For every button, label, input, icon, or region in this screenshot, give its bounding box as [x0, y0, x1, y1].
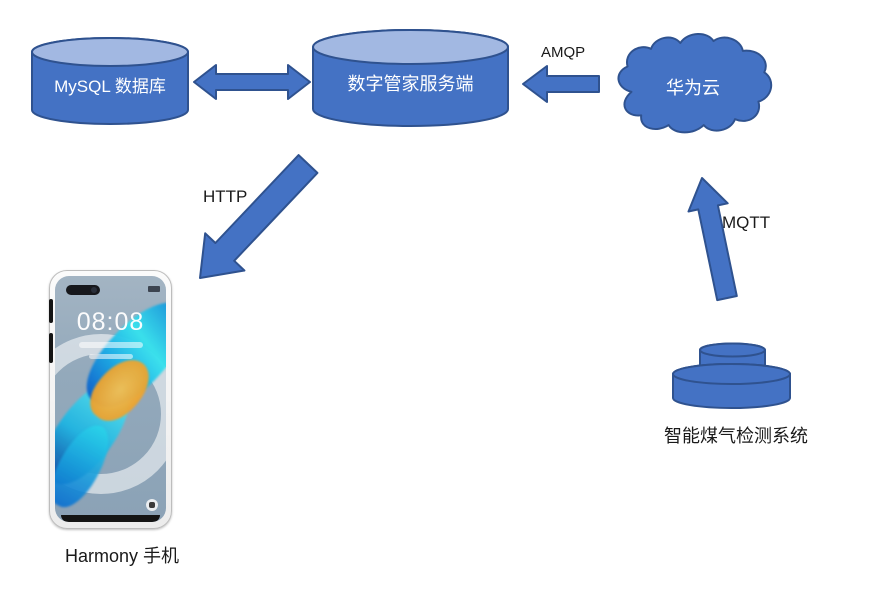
- lockscreen-clock: 08:08: [76, 308, 145, 336]
- cylinder-shape: [312, 29, 509, 127]
- amqp-label: AMQP: [541, 44, 586, 61]
- cylinder-shape: [31, 37, 189, 125]
- battery-icon: [148, 286, 160, 292]
- node-mysql-database: MySQL 数据库: [30, 36, 190, 126]
- double-arrow-mysql-server: [193, 64, 311, 100]
- phone-side-button: [49, 299, 53, 323]
- phone-side-button: [49, 333, 53, 363]
- harmony-phone-label: Harmony 手机: [64, 546, 180, 566]
- huawei-cloud-label: 华为云: [666, 78, 720, 98]
- node-harmony-phone: 08:08: [49, 270, 172, 529]
- arrow-server-to-phone: [199, 154, 319, 279]
- mqtt-label: MQTT: [722, 213, 771, 232]
- camera-shortcut-icon: [146, 499, 158, 511]
- front-camera-cutout: [66, 285, 100, 295]
- arrow-cloud-to-server: [522, 65, 600, 103]
- gas-detector-label: 智能煤气检测系统: [664, 426, 808, 446]
- node-digital-butler-server: 数字管家服务端: [311, 28, 510, 128]
- http-label: HTTP: [203, 187, 248, 206]
- lockscreen-date: [78, 342, 143, 348]
- arrow-gas-to-cloud: [687, 177, 738, 302]
- cloud-shape: [617, 33, 773, 134]
- node-gas-detector: [672, 342, 792, 410]
- lockscreen-notice: [88, 354, 133, 359]
- phone-bottom-bezel: [61, 515, 160, 522]
- node-huawei-cloud: 华为云: [610, 30, 776, 142]
- mysql-label: MySQL 数据库: [54, 77, 166, 96]
- device-shape: [672, 342, 791, 409]
- server-label: 数字管家服务端: [347, 74, 474, 94]
- phone-screen: 08:08: [55, 276, 166, 522]
